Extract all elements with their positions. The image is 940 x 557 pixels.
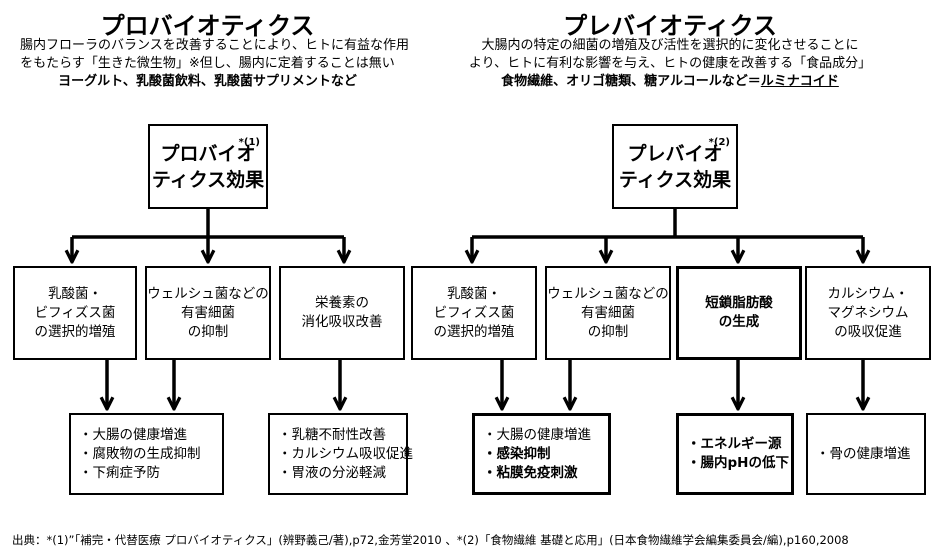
box-line: マグネシウム — [827, 304, 909, 321]
outcome-line: ・カルシウム吸収促進 — [278, 445, 413, 462]
prebiotics-box-harmful-bacteria: ウェルシュ菌などの 有害細菌 の抑制 — [545, 266, 671, 360]
prebiotics-outcome-colon-health: ・大腸の健康増進 ・感染抑制 ・粘膜免疫刺激 — [472, 413, 611, 495]
box-line: の吸収促進 — [834, 323, 902, 340]
outcome-line: ・大腸の健康増進 — [79, 426, 187, 443]
probiotics-effect-note: *(1) — [238, 137, 260, 148]
outcome-line: ・骨の健康増進 — [816, 445, 911, 462]
prebiotics-box-selective-growth: 乳酸菌・ ビフィズス菌 の選択的増殖 — [411, 266, 537, 360]
prebiotics-box-short-chain-fatty-acids: 短鎖脂肪酸 の生成 — [676, 266, 802, 360]
outcome-line: ・乳糖不耐性改善 — [278, 426, 386, 443]
probiotics-box-selective-growth: 乳酸菌・ ビフィズス菌 の選択的増殖 — [13, 266, 137, 360]
outcome-line: ・エネルギー源 — [687, 436, 782, 452]
outcome-line: ・腐敗物の生成抑制 — [79, 445, 201, 462]
probiotics-box-harmful-bacteria: ウェルシュ菌などの 有害細菌 の抑制 — [145, 266, 271, 360]
box-line: ウェルシュ菌などの — [147, 285, 269, 302]
probiotics-description-line2: をもたらす「生きた微生物」※但し、腸内に定着することは無い — [20, 56, 395, 71]
prebiotics-effect-line2: ティクス効果 — [618, 168, 732, 191]
box-line: 消化吸収改善 — [301, 314, 383, 330]
outcome-line: ・胃液の分泌軽減 — [278, 464, 386, 481]
box-line: の選択的増殖 — [433, 323, 515, 340]
box-line: カルシウム・ — [827, 285, 909, 302]
prebiotics-outcome-bone-health: ・骨の健康増進 — [806, 413, 926, 495]
outcome-line: ・粘膜免疫刺激 — [483, 464, 578, 481]
box-line: 有害細菌 — [581, 304, 635, 321]
box-line: 有害細菌 — [181, 304, 235, 321]
box-line: ビフィズス菌 — [433, 304, 515, 321]
box-line: 乳酸菌・ — [447, 285, 501, 302]
prebiotics-examples: 食物繊維、オリゴ糖類、糖アルコールなど＝ルミナコイド — [455, 73, 885, 91]
prebiotics-effect-line1: プレバイオ — [627, 142, 723, 165]
box-line: の抑制 — [187, 323, 229, 340]
prebiotics-box-mineral-absorption: カルシウム・ マグネシウム の吸収促進 — [805, 266, 931, 360]
prebiotics-title: プレバイオティクス — [563, 12, 777, 40]
prebiotics-effect-note: *(2) — [708, 137, 730, 148]
box-line: ウェルシュ菌などの — [547, 285, 669, 302]
probiotics-effect-line1: プロバイオ — [160, 142, 256, 165]
outcome-line: ・下痢症予防 — [79, 464, 160, 481]
box-line: 栄養素の — [315, 295, 369, 311]
box-line: の選択的増殖 — [34, 323, 116, 340]
luminacoid-term: ルミナコイド — [760, 74, 839, 89]
prebiotics-description-line2: より、ヒトに有利な影響を与え、ヒトの健康を改善する「食品成分」 — [468, 56, 872, 71]
outcome-line: ・大腸の健康増進 — [483, 426, 591, 443]
prebiotics-outcome-energy: ・エネルギー源 ・腸内pHの低下 — [676, 413, 794, 495]
probiotics-description-line1: 腸内フローラのバランスを改善することにより、ヒトに有益な作用 — [20, 38, 409, 53]
probiotics-examples: ヨーグルト、乳酸菌飲料、乳酸菌サプリメントなど — [58, 74, 357, 89]
probiotics-outcome-lactose: ・乳糖不耐性改善 ・カルシウム吸収促進 ・胃液の分泌軽減 — [268, 413, 413, 495]
box-line: ビフィズス菌 — [34, 304, 116, 321]
probiotics-box-nutrient-absorption: 栄養素の 消化吸収改善 — [279, 266, 405, 360]
box-line: の抑制 — [587, 323, 629, 340]
prebiotics-examples-text: 食物繊維、オリゴ糖類、糖アルコールなど＝ — [501, 74, 761, 89]
box-line: の生成 — [718, 314, 760, 330]
box-line: 乳酸菌・ — [48, 285, 102, 302]
probiotics-title: プロバイオティクス — [100, 12, 315, 40]
outcome-line: ・感染抑制 — [483, 445, 551, 462]
prebiotics-description-line1: 大腸内の特定の細菌の増殖及び活性を選択的に変化させることに — [481, 38, 859, 53]
prebiotics-effect-box: *(2) プレバイオ ティクス効果 — [612, 124, 738, 209]
probiotics-outcome-colon-health: ・大腸の健康増進 ・腐敗物の生成抑制 ・下痢症予防 — [69, 413, 224, 495]
probiotics-effect-box: *(1) プロバイオ ティクス効果 — [148, 124, 268, 209]
outcome-line: ・腸内pHの低下 — [687, 455, 789, 471]
box-line: 短鎖脂肪酸 — [705, 295, 773, 311]
probiotics-effect-line2: ティクス効果 — [151, 168, 265, 191]
source-citation: 出典：*(1)”「補完・代替医療 プロバイオティクス」(辨野義己/著),p72,… — [12, 533, 849, 547]
